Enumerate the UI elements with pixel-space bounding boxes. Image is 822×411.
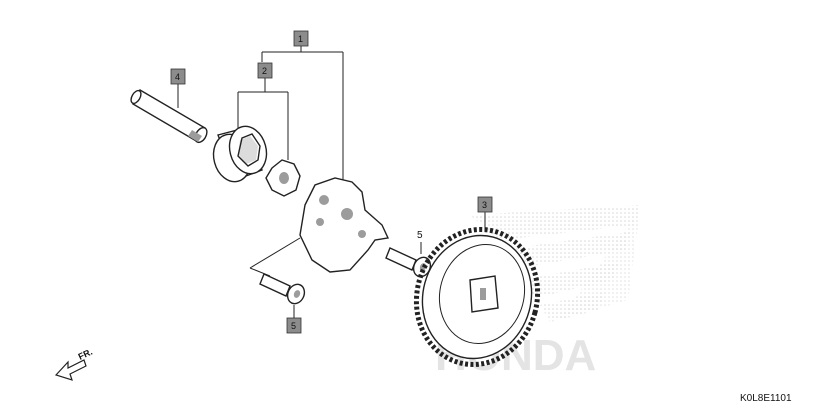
callout-1: 1 [293, 30, 309, 47]
svg-text:5: 5 [291, 321, 296, 331]
callout-5-box: 5 [286, 317, 302, 334]
diagram-code: K0L8E1101 [740, 393, 792, 404]
front-direction-arrow: FR. [54, 347, 94, 381]
honda-wing-watermark [470, 205, 640, 322]
callout-5-label: 5 [417, 230, 423, 241]
pump-cover-plate [299, 177, 390, 273]
driven-gear [413, 227, 541, 367]
svg-text:4: 4 [175, 72, 180, 82]
front-label: FR. [77, 347, 94, 362]
bolt-lower [259, 273, 306, 305]
svg-text:3: 3 [482, 200, 487, 210]
pump-shaft [130, 89, 208, 144]
svg-text:1: 1 [298, 34, 303, 44]
outer-rotor [212, 125, 268, 183]
callout-2: 2 [257, 62, 273, 79]
svg-text:2: 2 [262, 66, 267, 76]
bolt-upper [385, 247, 432, 278]
callout-3: 3 [477, 196, 493, 213]
inner-rotor [265, 159, 301, 197]
leader-lines [177, 46, 486, 318]
callout-4: 4 [170, 68, 186, 85]
